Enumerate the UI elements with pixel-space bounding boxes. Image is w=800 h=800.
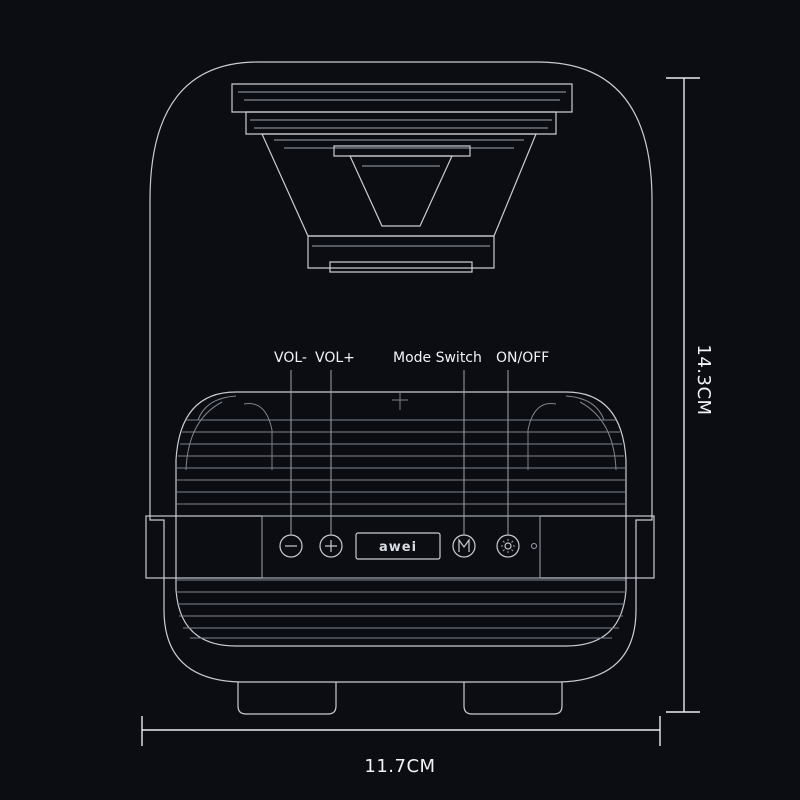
height-label: 14.3CM bbox=[693, 344, 714, 415]
speaker-grille bbox=[175, 391, 627, 647]
label-mode-switch: Mode Switch bbox=[393, 350, 482, 366]
power-button[interactable] bbox=[496, 534, 520, 558]
label-vol-minus: VOL- bbox=[274, 350, 307, 366]
height-dimension bbox=[666, 77, 700, 713]
mode-switch-button[interactable] bbox=[452, 534, 476, 558]
m-letter-icon bbox=[458, 538, 470, 552]
status-led bbox=[531, 543, 537, 549]
speaker-feet bbox=[237, 682, 563, 715]
vol-plus-button[interactable] bbox=[319, 534, 343, 558]
power-sun-icon bbox=[501, 539, 515, 553]
label-vol-plus: VOL+ bbox=[315, 350, 355, 366]
plus-icon bbox=[325, 540, 337, 552]
top-driver bbox=[231, 83, 573, 273]
control-band bbox=[145, 515, 655, 579]
logo-text: awei bbox=[379, 540, 417, 555]
speaker-body-outline bbox=[149, 61, 653, 683]
width-label: 11.7CM bbox=[364, 756, 435, 777]
label-power: ON/OFF bbox=[496, 350, 549, 366]
vol-minus-button[interactable] bbox=[279, 534, 303, 558]
brand-logo: awei bbox=[355, 532, 441, 560]
width-dimension bbox=[141, 716, 661, 746]
callout-lines bbox=[290, 370, 509, 535]
